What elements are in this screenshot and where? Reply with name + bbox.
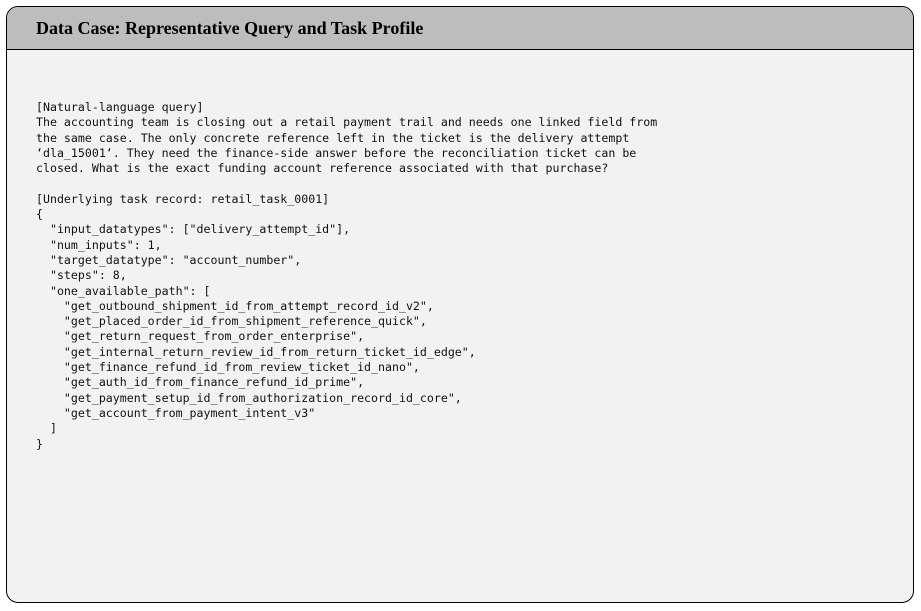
record-line: "input_datatypes": ["delivery_attempt_id…	[36, 222, 351, 237]
record-line: "get_outbound_shipment_id_from_attempt_r…	[36, 298, 434, 313]
record-line: "get_placed_order_id_from_shipment_refer…	[36, 314, 427, 329]
query-label: [Natural-language query]	[36, 100, 204, 114]
card-header: Data Case: Representative Query and Task…	[7, 7, 913, 50]
query-line: closed. What is the exact funding accoun…	[36, 161, 609, 176]
record-line: "get_internal_return_review_id_from_retu…	[36, 344, 476, 359]
record-line: ]	[36, 421, 57, 436]
data-case-card: Data Case: Representative Query and Task…	[6, 6, 914, 603]
record-line: "get_account_from_payment_intent_v3"	[36, 405, 316, 420]
record-line: "get_finance_refund_id_from_review_ticke…	[36, 360, 420, 375]
record-line: "get_return_request_from_order_enterpris…	[36, 329, 365, 344]
section-spacer	[36, 176, 903, 191]
record-line: "get_payment_setup_id_from_authorization…	[36, 390, 462, 405]
record-label: [Underlying task record: retail_task_000…	[36, 191, 330, 206]
record-line: "one_available_path": [	[36, 283, 211, 298]
query-section: [Natural-language query] The accounting …	[36, 100, 903, 176]
record-line: "steps": 8,	[36, 268, 127, 283]
record-line: {	[36, 207, 43, 222]
query-line: The accounting team is closing out a ret…	[36, 115, 658, 130]
query-line: ‘dla_15001‘. They need the finance-side …	[36, 145, 637, 160]
record-line: "num_inputs": 1,	[36, 237, 162, 252]
record-section: [Underlying task record: retail_task_000…	[36, 192, 903, 452]
card-title: Data Case: Representative Query and Task…	[36, 18, 424, 38]
record-line: "target_datatype": "account_number",	[36, 252, 302, 267]
record-line: }	[36, 436, 43, 451]
record-line: "get_auth_id_from_finance_refund_id_prim…	[36, 375, 365, 390]
query-line: the same case. The only concrete referen…	[36, 130, 630, 145]
card-body: [Natural-language query] The accounting …	[36, 100, 903, 452]
